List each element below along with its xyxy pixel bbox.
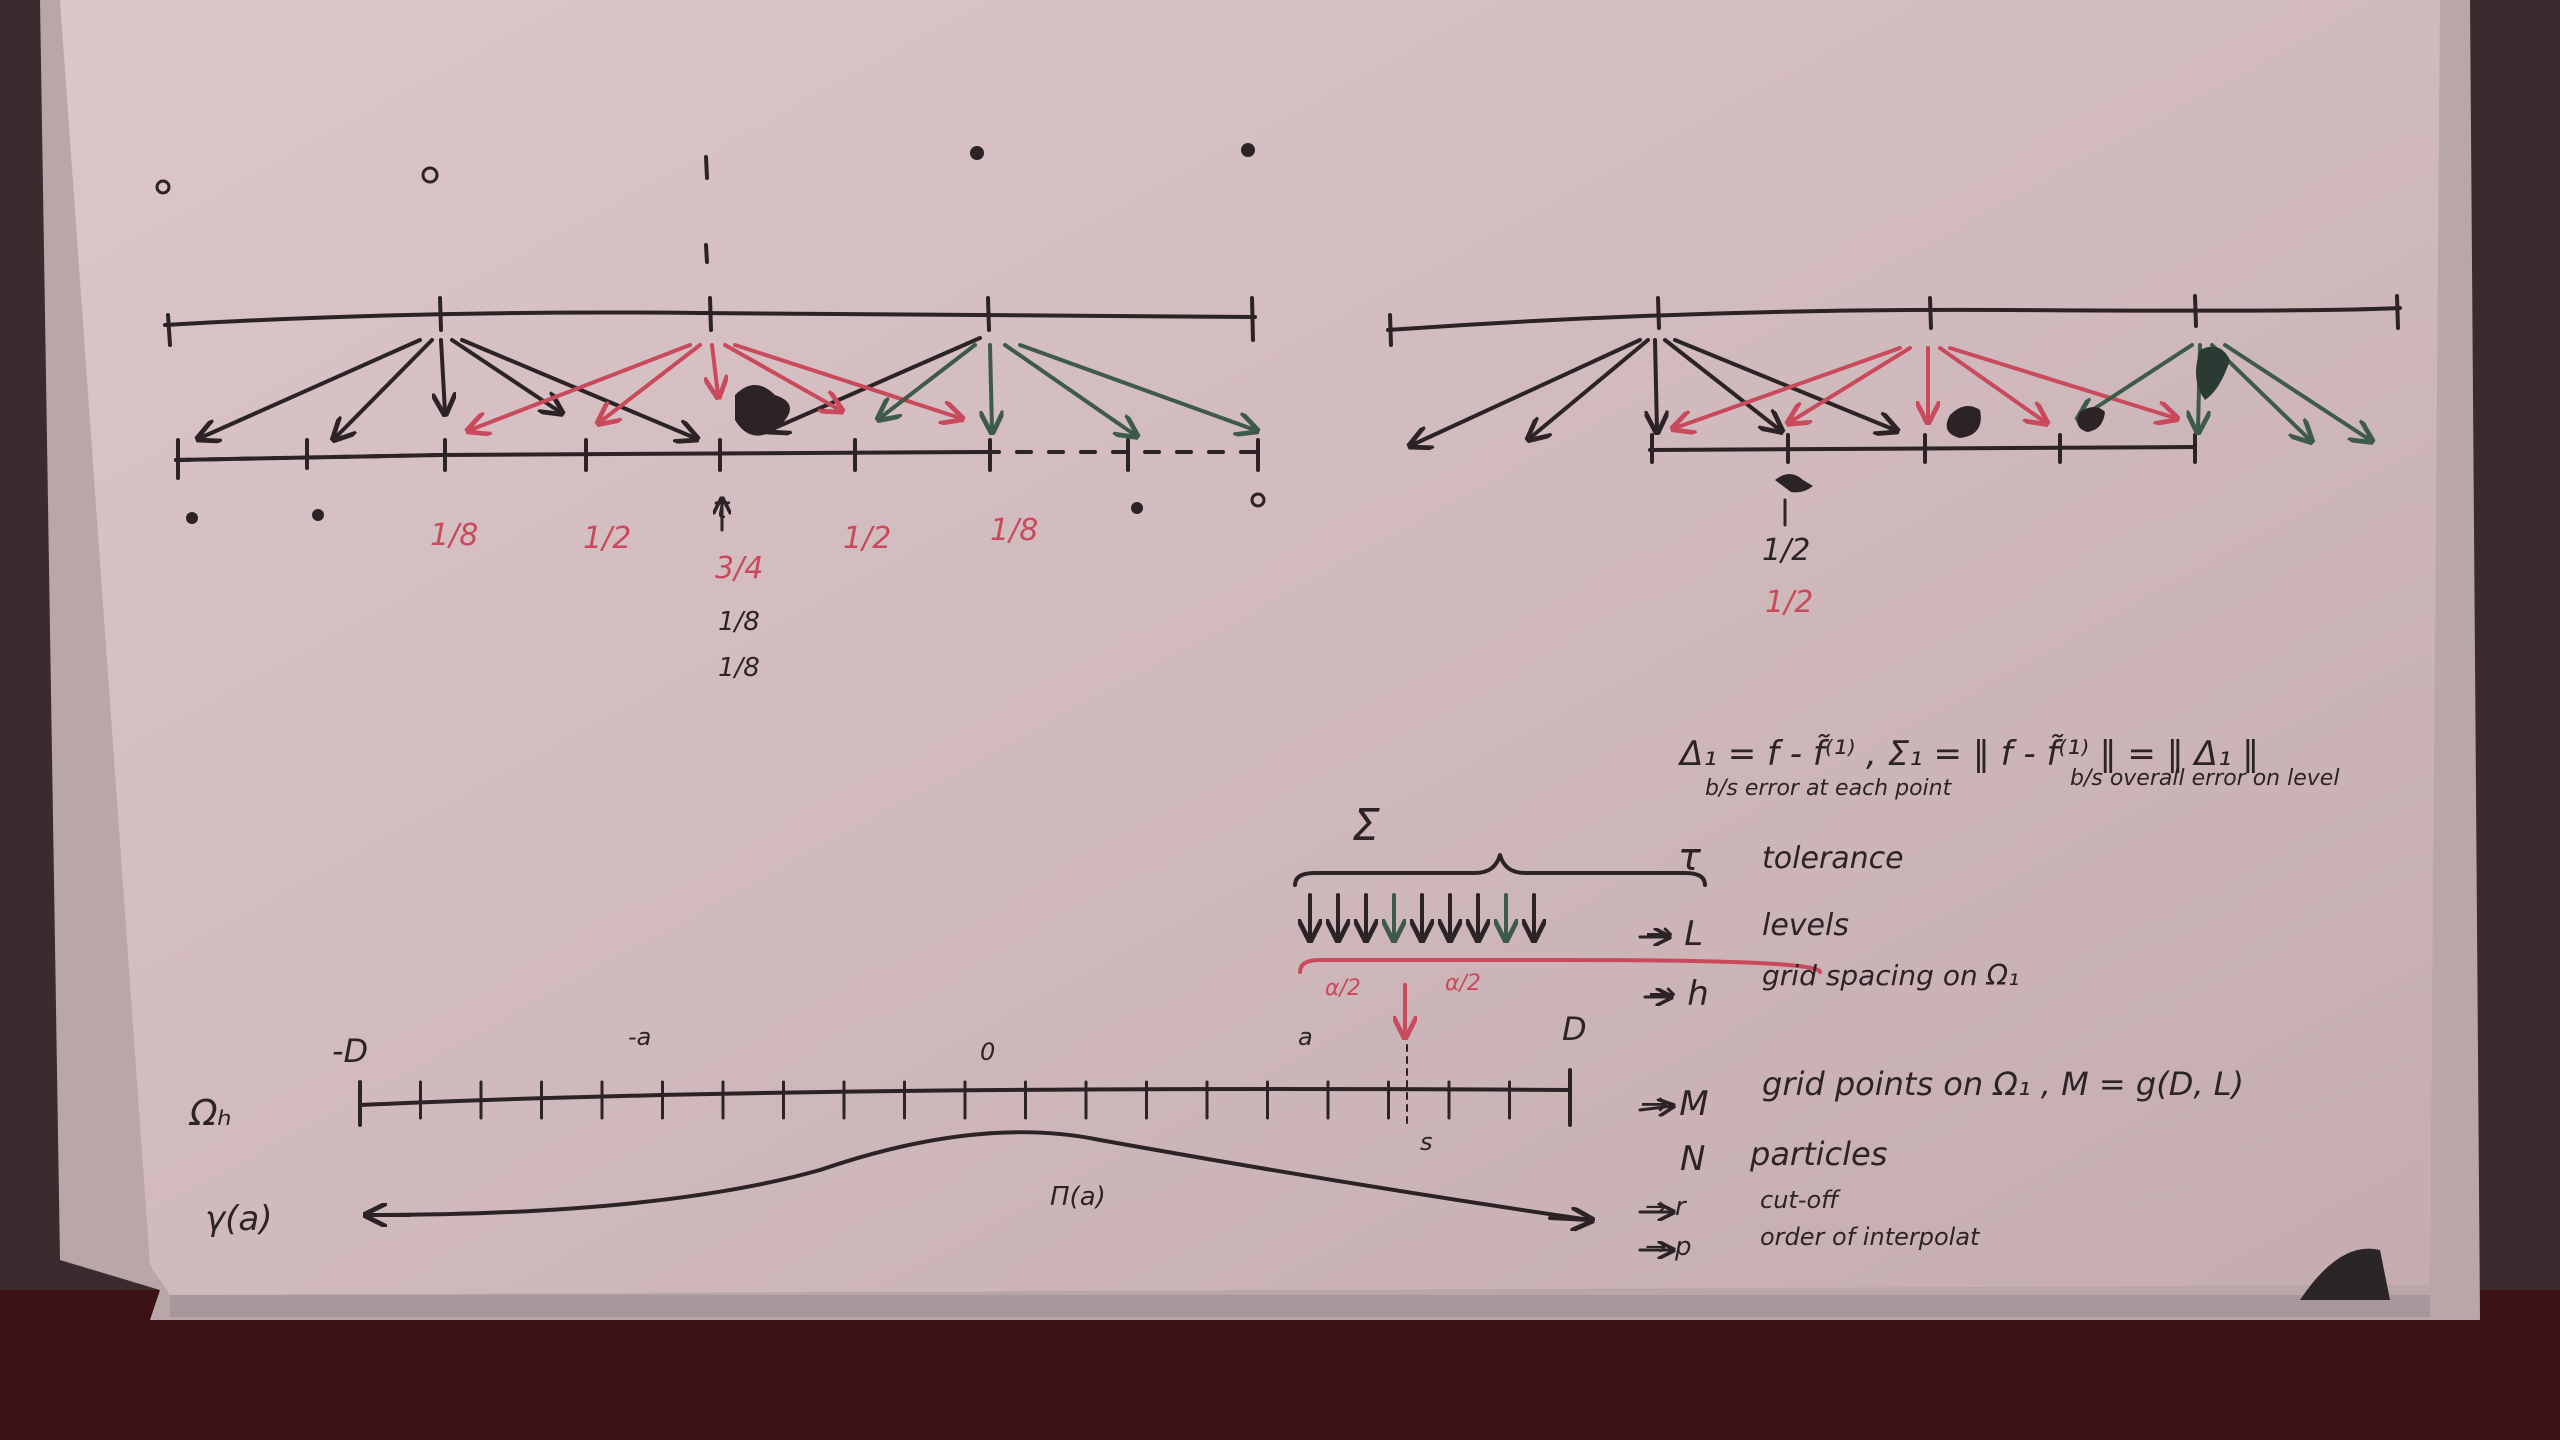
dot <box>1131 502 1143 514</box>
ink-blot <box>1775 474 1813 493</box>
board-surface <box>60 0 2440 1295</box>
dot <box>312 509 324 521</box>
tick-label-neg-a: -a <box>628 1023 651 1051</box>
red-arrows <box>470 343 960 430</box>
legend-text-2: grid spacing on Ω₁ <box>1762 959 2019 992</box>
lower-axis-ticks <box>176 438 1260 480</box>
legend-symbol-5: → r <box>1645 1192 1688 1222</box>
dot <box>1250 492 1266 508</box>
upper-axis <box>1386 306 2402 332</box>
right-diagram <box>1386 294 2402 527</box>
sigma-brace <box>1293 853 1707 887</box>
gamma-curve <box>366 1130 1592 1222</box>
lower-axis-ticks <box>1650 433 2197 464</box>
ink-blot <box>735 385 790 436</box>
legend-definition: Δ₁ = f - f̃⁽¹⁾ , Σ₁ = ‖ f - f̃⁽¹⁾ ‖ = ‖ … <box>1677 734 2259 774</box>
tick-mark <box>704 155 709 180</box>
left-label-red-3: 3/4 <box>715 551 763 586</box>
pi-label: Π(a) <box>1050 1182 1106 1212</box>
ink-blot <box>2077 407 2105 432</box>
right-label-black: 1/2 <box>1762 533 1810 568</box>
left-label-black-2: 1/8 <box>718 653 760 683</box>
legend-symbol-6: → p <box>1645 1232 1692 1262</box>
omega-h-label: Ωₕ <box>188 1093 232 1134</box>
legend-text-4: particles <box>1749 1135 1887 1173</box>
grid-ticks <box>419 1080 1511 1120</box>
black-arrows <box>1412 338 1895 445</box>
legend-note-b: b/s overall error on level <box>2070 766 2339 791</box>
gamma-label: γ(a) <box>205 1199 273 1239</box>
tick-label-d: D <box>1562 1010 1587 1048</box>
curve-arrow-right <box>1548 1218 1590 1220</box>
ink-blot <box>2196 346 2230 400</box>
s-label: s <box>1420 1128 1433 1156</box>
text-layer: 1/8 1/2 3/4 1/2 1/8 1/8 1/8 τ 1/2 1/2 Δ₁… <box>188 491 2339 1262</box>
bottom-diagram <box>358 853 1822 1250</box>
upper-axis-ticks <box>166 296 1255 347</box>
tick-mark <box>704 243 709 264</box>
dot <box>970 146 984 160</box>
legend-symbol-3: → M <box>1640 1084 1709 1124</box>
brace-arrows <box>1310 893 1534 938</box>
left-label-red-1: 1/8 <box>430 518 478 553</box>
dot <box>155 179 171 195</box>
legend-text-6: order of interpolat <box>1760 1223 1981 1251</box>
left-label-red-2: 1/2 <box>583 521 631 556</box>
red-brace <box>1298 958 1822 974</box>
tick-label-neg-d: -D <box>332 1032 368 1070</box>
red-arrows <box>1675 346 2175 428</box>
legend-symbol-1: → L <box>1645 914 1703 954</box>
legend-text-1: levels <box>1762 908 1849 943</box>
upper-axis <box>163 310 1257 327</box>
dot <box>421 166 439 184</box>
legend-text-5: cut-off <box>1760 1186 1841 1214</box>
right-label-red: 1/2 <box>1765 585 1813 620</box>
tau-mark: τ <box>712 491 731 526</box>
sigma-label: Σ <box>1352 800 1380 851</box>
brace-label-1: α/2 <box>1325 976 1361 1001</box>
dot <box>186 512 198 524</box>
corner-bracket <box>2300 1248 2390 1300</box>
legend-text-3: grid points on Ω₁ , M = g(D, L) <box>1762 1065 2244 1103</box>
upper-axis-ticks <box>1388 294 2400 347</box>
legend-symbol-4: N <box>1680 1139 1705 1179</box>
green-arrows <box>880 343 1255 435</box>
left-label-red-4: 1/2 <box>843 521 891 556</box>
ink-blot <box>1946 406 1981 438</box>
legend-text-0: tolerance <box>1762 841 1904 876</box>
tick-label-zero: 0 <box>980 1038 995 1066</box>
black-arrows <box>200 336 982 438</box>
legend-symbol-0: τ <box>1678 835 1702 879</box>
legend-note-a: b/s error at each point <box>1705 776 1953 801</box>
dot <box>1241 143 1255 157</box>
brace-label-2: α/2 <box>1445 971 1481 996</box>
left-label-red-5: 1/8 <box>990 513 1038 548</box>
lower-axis <box>1648 445 2197 452</box>
left-label-black-1: 1/8 <box>718 607 760 637</box>
grid-axis <box>358 1087 1572 1107</box>
tick-label-a: a <box>1298 1023 1313 1051</box>
legend-symbol-2: → h <box>1648 974 1709 1014</box>
left-diagram <box>155 143 1266 532</box>
legend-arrows <box>1638 937 1672 1250</box>
board-tray <box>170 1295 2430 1317</box>
